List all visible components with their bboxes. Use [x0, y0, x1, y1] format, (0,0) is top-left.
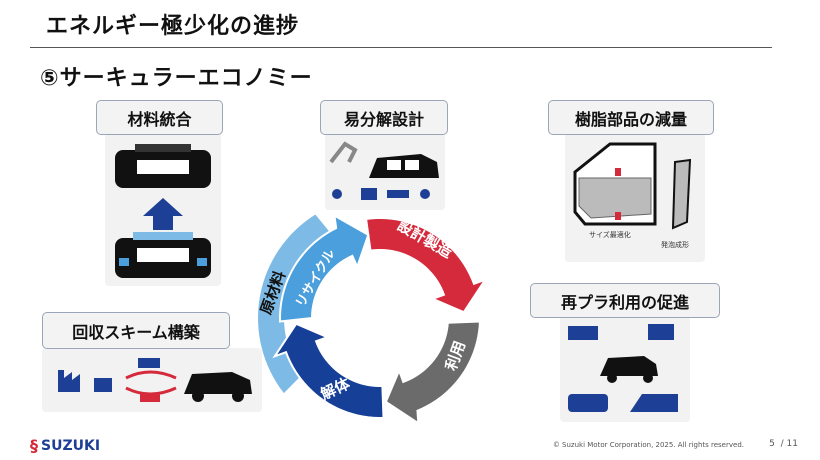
- car-parts-icon: [568, 324, 678, 412]
- factory-car-icon: [58, 358, 252, 402]
- label-material-integration: 材料統合: [96, 100, 223, 135]
- bumper-icon: [115, 144, 211, 278]
- recycled-plastic-illustration: [560, 316, 690, 422]
- page-title: エネルギー極少化の進捗: [46, 14, 300, 39]
- door-icon: [573, 142, 692, 230]
- label-recycled-plastic: 再プラ利用の促進: [530, 283, 720, 318]
- copyright: © Suzuki Motor Corporation, 2025. All ri…: [552, 441, 744, 449]
- note-size-optimization: サイズ最適化: [589, 231, 631, 239]
- use-arrow: [384, 320, 482, 426]
- dismantle-arrow: [272, 322, 385, 419]
- raw-material-band: [258, 214, 332, 394]
- design-manufacture-arrow: [364, 217, 488, 314]
- suzuki-s-icon: §: [30, 436, 38, 455]
- total-pages: / 11: [780, 439, 798, 449]
- collection-illustration: [42, 348, 262, 412]
- note-foam-molding: 発泡成形: [661, 241, 689, 249]
- title-divider: [30, 47, 772, 48]
- label-easy-disassembly: 易分解設計: [320, 100, 448, 135]
- suzuki-logo: §SUZUKI: [30, 436, 100, 455]
- bumper-illustration: [105, 132, 221, 286]
- page-number: 5 / 11: [769, 439, 798, 449]
- label-collection-scheme: 回収スキーム構築: [42, 312, 230, 349]
- section-subtitle: ⑤サーキュラーエコノミー: [40, 66, 313, 91]
- car-robot-icon: [329, 141, 439, 200]
- door-trim-illustration: サイズ最適化 発泡成形: [565, 132, 705, 262]
- recycle-arrow: [279, 213, 370, 323]
- disassembly-illustration: [325, 132, 445, 210]
- current-page: 5: [769, 439, 775, 449]
- label-resin-reduction: 樹脂部品の減量: [548, 100, 714, 135]
- brand-name: SUZUKI: [41, 437, 101, 454]
